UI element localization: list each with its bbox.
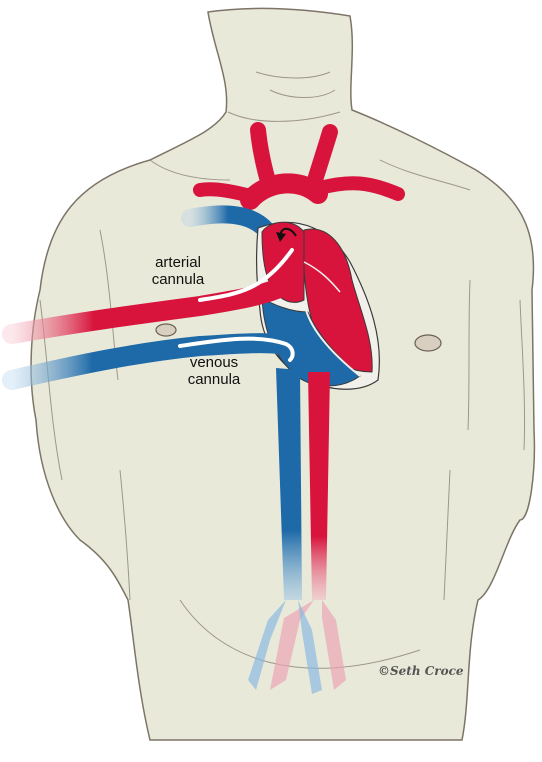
left-nipple bbox=[156, 324, 176, 336]
venous-label-line-1: venous bbox=[154, 354, 274, 371]
arterial-label-line-2: cannula bbox=[118, 271, 238, 288]
right-nipple bbox=[415, 335, 441, 351]
arterial-cannula-label: arterial cannula bbox=[118, 254, 238, 288]
venous-cannula-label: venous cannula bbox=[154, 354, 274, 388]
arterial-label-line-1: arterial bbox=[118, 254, 238, 271]
artist-signature: ©Seth Croce bbox=[378, 664, 464, 678]
venous-label-line-2: cannula bbox=[154, 371, 274, 388]
